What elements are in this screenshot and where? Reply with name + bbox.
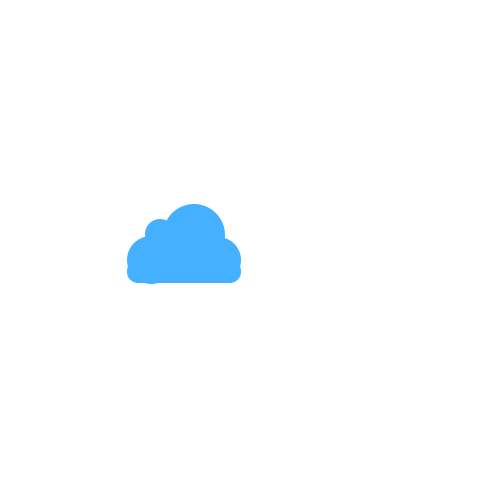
cloud-shape <box>127 204 241 284</box>
cloud-icon <box>127 204 241 284</box>
